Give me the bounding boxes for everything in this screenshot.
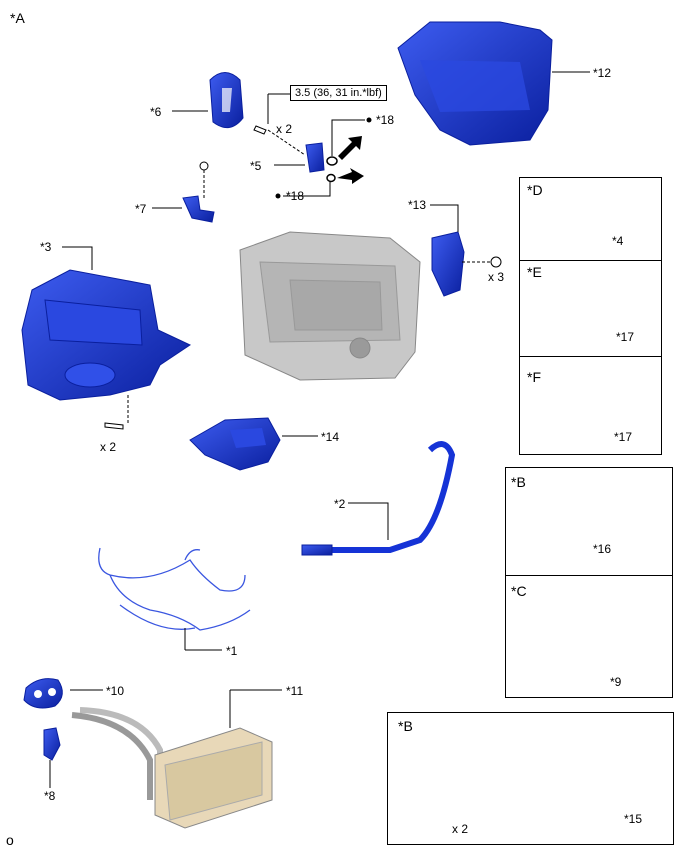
seal-icon xyxy=(326,156,338,166)
duct-part xyxy=(172,72,244,129)
view-label: *A xyxy=(10,10,25,26)
heater-assembly xyxy=(239,231,421,381)
label-1: *1 xyxy=(226,644,238,658)
label-12: *12 xyxy=(593,66,612,80)
label-17-f: *17 xyxy=(614,430,633,444)
label-8: *8 xyxy=(44,789,56,803)
grommet-part xyxy=(23,678,103,709)
label-4: *4 xyxy=(612,234,624,248)
label-13: *13 xyxy=(408,198,427,212)
seal-icon xyxy=(326,173,336,183)
label-15: *15 xyxy=(624,812,643,826)
seal-group xyxy=(275,117,372,199)
footer-label: o xyxy=(6,832,14,848)
panel-c-label: *C xyxy=(511,583,527,599)
qty-13: x 3 xyxy=(488,270,505,284)
arrow-icon xyxy=(338,136,362,160)
qty-3: x 2 xyxy=(100,440,117,454)
sensor-part xyxy=(253,93,325,173)
label-3: *3 xyxy=(40,240,52,254)
heater-core-part xyxy=(71,689,282,829)
label-16: *16 xyxy=(593,542,612,556)
panel-b2-box xyxy=(387,712,674,845)
drain-hose-part xyxy=(301,441,456,556)
label-5: *5 xyxy=(250,159,262,173)
duct-lower-part xyxy=(189,417,318,471)
label-17-e: *17 xyxy=(616,330,635,344)
label-10: *10 xyxy=(106,684,125,698)
label-11: *11 xyxy=(286,684,304,698)
bracket-part xyxy=(152,161,215,223)
label-6: *6 xyxy=(150,105,162,119)
panel-b-label: *B xyxy=(511,474,526,490)
torque-spec: 3.5 (36, 31 in.*lbf) xyxy=(290,85,387,101)
panel-f-label: *F xyxy=(527,369,541,385)
arrow-icon xyxy=(337,168,364,184)
label-9: *9 xyxy=(610,675,622,689)
panel-c-box xyxy=(505,575,673,698)
panel-b2-label: *B xyxy=(398,718,413,734)
clip-part xyxy=(43,727,61,788)
label-7: *7 xyxy=(135,202,147,216)
panel-b-box xyxy=(505,467,673,577)
upper-case-part xyxy=(397,21,590,146)
qty-5: x 2 xyxy=(276,122,293,136)
label-2: *2 xyxy=(334,497,346,511)
label-14: *14 xyxy=(321,430,340,444)
actuator-part xyxy=(430,204,502,297)
panel-f-box xyxy=(519,356,662,455)
panel-d-label: *D xyxy=(527,182,543,198)
bolt-icon xyxy=(104,422,124,430)
wire-harness-part xyxy=(98,547,251,651)
label-18-lower: *18 xyxy=(286,189,305,203)
screw-icon xyxy=(199,161,209,171)
label-18-upper: *18 xyxy=(376,113,395,127)
qty-15: x 2 xyxy=(452,822,469,836)
screw-icon xyxy=(490,256,502,268)
blower-part xyxy=(21,246,192,430)
panel-d-box xyxy=(519,177,662,262)
panel-e-label: *E xyxy=(527,264,542,280)
